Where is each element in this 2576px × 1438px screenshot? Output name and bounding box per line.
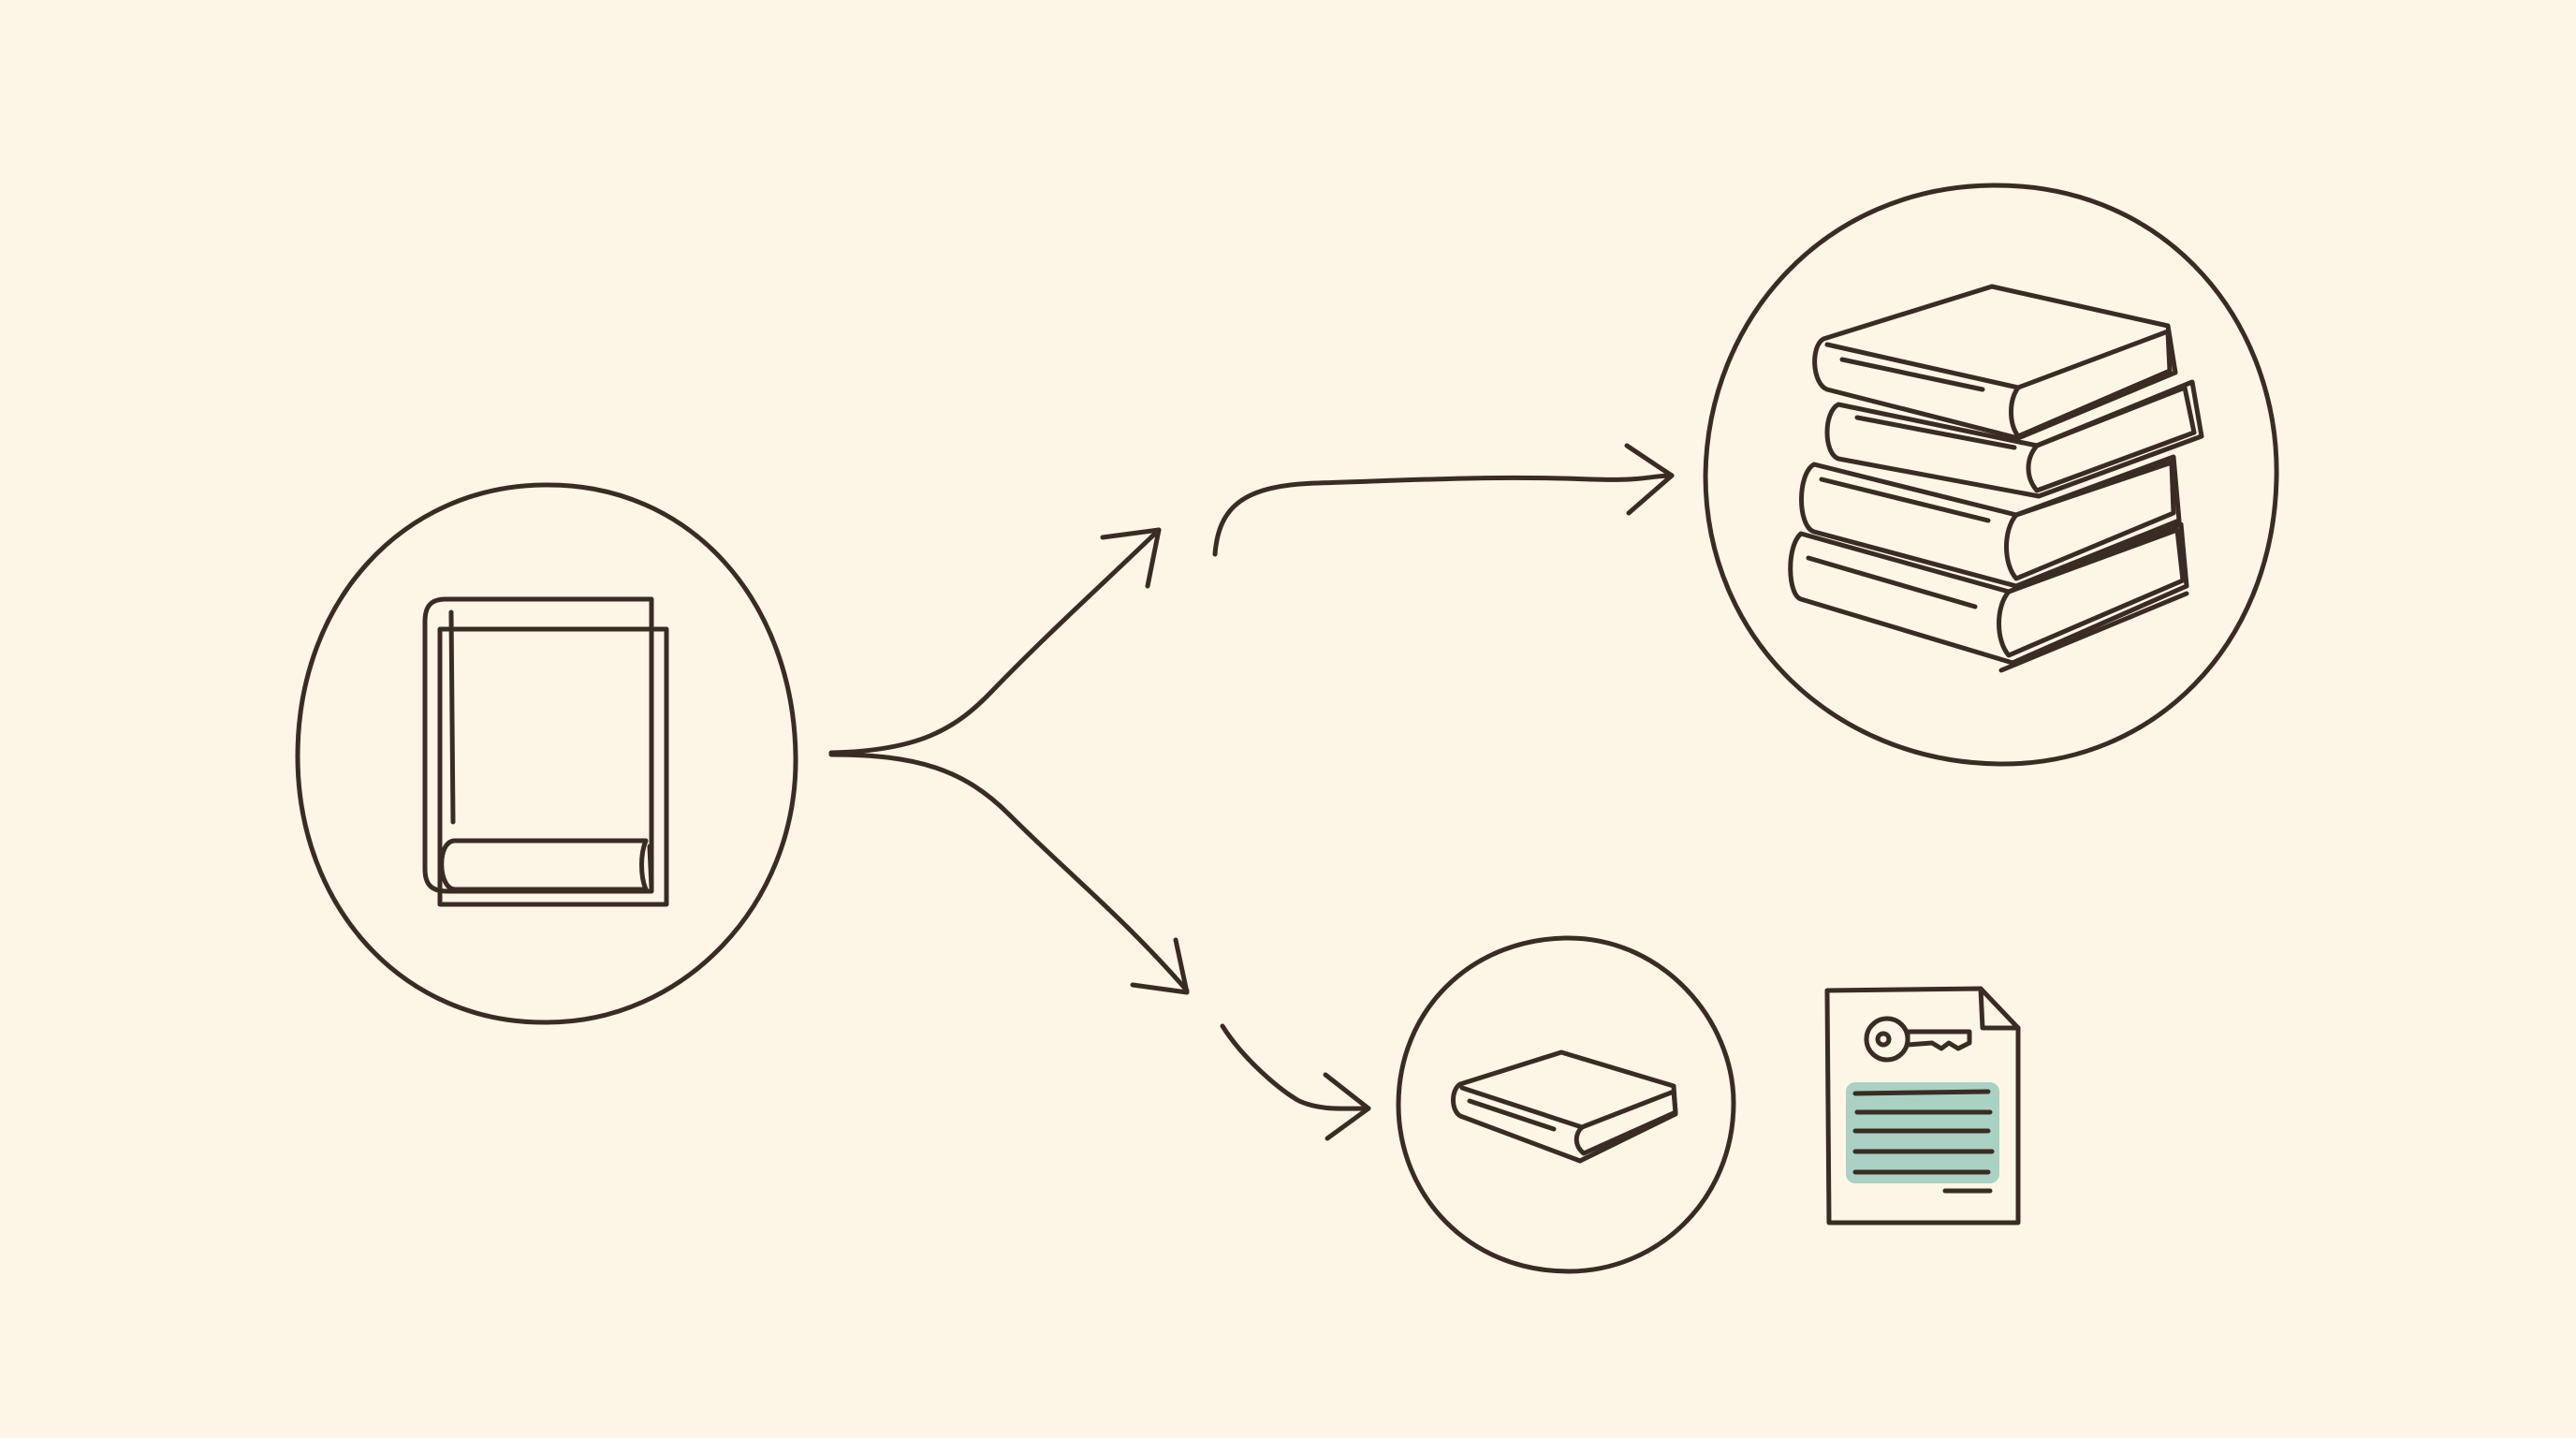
single-book-node bbox=[1396, 935, 1736, 1274]
branch-up-arrowhead bbox=[1100, 527, 1162, 589]
book-lying-icon bbox=[1451, 1049, 1678, 1164]
source-node bbox=[295, 482, 798, 1025]
book-stack-icon bbox=[1788, 284, 2204, 673]
to-stack-arrow bbox=[1212, 473, 1675, 557]
branch-down-arrow bbox=[828, 752, 1190, 993]
to-single-arrow bbox=[1220, 1023, 1371, 1111]
to-single-arrowhead bbox=[1323, 1072, 1371, 1141]
document-text-lines bbox=[1852, 1089, 1995, 1194]
key-icon bbox=[1864, 1016, 1972, 1063]
single-book-circle bbox=[1396, 935, 1736, 1274]
source-circle bbox=[295, 482, 798, 1025]
branch-up-arrow bbox=[828, 527, 1162, 756]
arrows bbox=[828, 443, 1675, 1141]
to-stack-arrowhead bbox=[1624, 443, 1675, 516]
key-document-icon bbox=[1824, 986, 2021, 1225]
branch-down-arrowhead bbox=[1130, 937, 1190, 995]
book-icon bbox=[422, 596, 669, 907]
document-fold bbox=[1978, 986, 2021, 1031]
many-books-node bbox=[1703, 183, 2279, 767]
document-page bbox=[1824, 986, 2021, 1225]
many-books-circle bbox=[1703, 183, 2279, 767]
